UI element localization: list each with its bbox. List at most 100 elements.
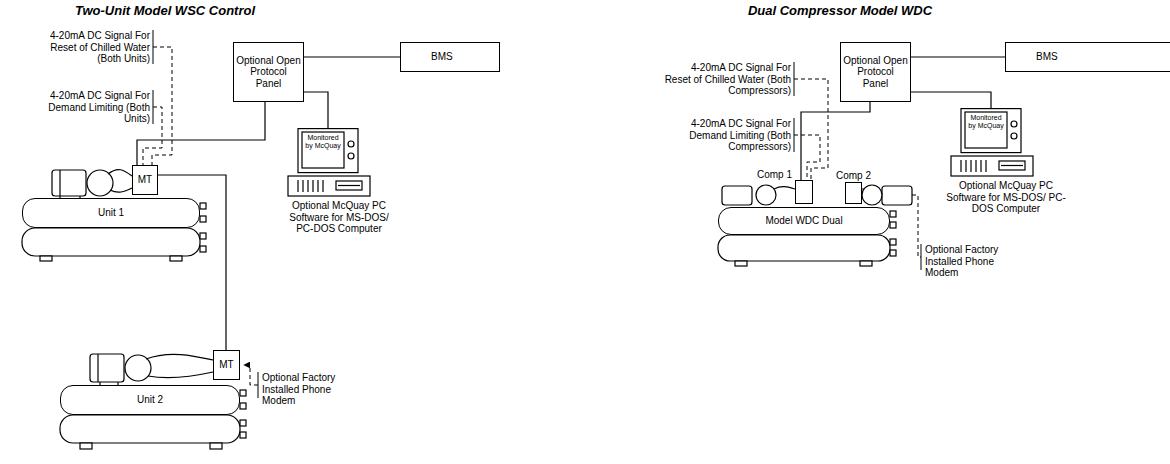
- knob: [348, 153, 354, 159]
- vent-slot: [975, 160, 976, 172]
- chiller-unit-1-part: [59, 170, 60, 196]
- modem-leader-part: [244, 365, 258, 385]
- node-label: Unit 2: [137, 394, 163, 406]
- monitor: [298, 129, 358, 173]
- vent-slot: [312, 180, 313, 192]
- chiller-unit-dual-part: [774, 187, 795, 189]
- node-label: Optional Open Protocol Panel: [841, 55, 910, 90]
- node-label: MT: [138, 174, 152, 186]
- connector-line: [911, 56, 1005, 57]
- chiller-unit-2-part: [146, 354, 213, 360]
- chiller-unit-2-part: [90, 354, 124, 382]
- node-label: Unit 1: [98, 207, 124, 219]
- vent-slot: [317, 180, 318, 192]
- chiller-unit-2-part: [240, 420, 246, 426]
- screen: [965, 112, 1007, 148]
- connector-line: [304, 56, 400, 57]
- computer-caption: Optional McQuay PC Software for MS-DOS/ …: [943, 180, 1069, 215]
- section-title: Dual Compressor Model WDC: [715, 4, 965, 19]
- chiller-shell: Unit 1: [22, 198, 200, 228]
- vent-slot: [985, 160, 986, 172]
- signal-leader: [143, 30, 828, 180]
- chiller-unit-dual-part: [890, 211, 896, 217]
- screen: [302, 132, 344, 168]
- protocol-panel: Optional Open Protocol Panel: [840, 42, 911, 102]
- signal-note: 4-20mA DC Signal For Demand Limiting (Bo…: [664, 118, 791, 153]
- vent-slot: [297, 180, 298, 192]
- chiller-unit-dual-part: [718, 235, 890, 261]
- screen-text: Monitored by McQuay: [303, 134, 343, 149]
- chiller-unit-dual-part: [862, 185, 882, 205]
- chiller-unit-1: [22, 170, 206, 261]
- compressor-label: Comp 2: [836, 170, 871, 182]
- chiller-unit-2-part: [97, 354, 98, 382]
- computer-base: [288, 176, 370, 196]
- connector-line: [911, 92, 991, 108]
- chiller-unit-2-part: [148, 372, 213, 378]
- chiller-unit-2-part: [80, 443, 92, 449]
- node-label: Optional Open Protocol Panel: [234, 55, 303, 90]
- modem-note: Optional Factory Installed Phone Modem: [262, 372, 367, 407]
- modem-leader: [244, 195, 921, 398]
- chiller-shell: Unit 2: [60, 385, 240, 415]
- mt-controller: MT: [213, 350, 240, 380]
- protocol-panel: Optional Open Protocol Panel: [233, 42, 304, 102]
- signal-note: 4-20mA DC Signal For Reset of Chilled Wa…: [664, 62, 791, 97]
- computer-caption: Optional McQuay PC Software for MS-DOS/ …: [280, 200, 398, 235]
- chiller-unit-2-part: [240, 432, 246, 438]
- bms-box: BMS: [400, 42, 500, 72]
- chiller-unit-dual-part: [735, 261, 747, 266]
- pc-computer: Monitored by McQuayOptional McQuay PC So…: [280, 128, 398, 235]
- chiller-unit-1-part: [108, 170, 132, 176]
- compressor-control: Comp 2: [845, 182, 862, 204]
- node-label: MT: [219, 359, 233, 371]
- signal-leader-part: [794, 135, 820, 180]
- chiller-unit-dual-part: [862, 188, 864, 189]
- chiller-unit-dual-part: [882, 186, 912, 205]
- node-label: BMS: [431, 51, 453, 63]
- vent-slot: [980, 160, 981, 172]
- computer-base: [951, 156, 1033, 176]
- signal-note: 4-20mA DC Signal For Demand Limiting (Bo…: [30, 90, 150, 125]
- chiller-shell: Model WDC Dual: [718, 207, 890, 235]
- chiller-unit-2-part: [240, 403, 246, 409]
- chiller-unit-dual: [718, 185, 912, 266]
- compressor-control: Comp 1: [795, 180, 813, 204]
- vent-slot: [970, 160, 971, 172]
- chiller-unit-2-part: [60, 415, 240, 443]
- chiller-unit-1-part: [200, 233, 206, 239]
- knob: [1011, 133, 1017, 139]
- chiller-unit-1-part: [200, 246, 206, 252]
- modem-leader-part: [912, 195, 921, 257]
- knob: [1011, 121, 1017, 127]
- vent-slot: [965, 160, 966, 172]
- chiller-unit-1-part: [110, 188, 132, 192]
- chiller-unit-1-part: [200, 216, 206, 222]
- chiller-unit-2-part: [240, 390, 246, 396]
- chiller-unit-dual-part: [722, 186, 752, 205]
- chiller-unit-dual-part: [890, 239, 896, 245]
- chiller-unit-1-part: [200, 203, 206, 209]
- connector-line: [137, 102, 265, 165]
- chiller-unit-1-part: [22, 228, 200, 256]
- node-label: Model WDC Dual: [765, 215, 842, 227]
- disk-drive: [336, 181, 362, 190]
- node-label: BMS: [1036, 51, 1058, 63]
- disk-drive: [999, 161, 1025, 170]
- mt-controller: MT: [132, 165, 158, 195]
- section-title: Two-Unit Model WSC Control: [40, 4, 290, 19]
- vent-slot: [322, 180, 323, 192]
- chiller-unit-dual-part: [860, 261, 872, 266]
- chiller-unit-1-part: [52, 170, 86, 196]
- vent-slot: [307, 180, 308, 192]
- pc-computer: Monitored by McQuayOptional McQuay PC So…: [943, 108, 1069, 215]
- connector-line: [801, 102, 870, 180]
- connector-line: [304, 92, 328, 128]
- monitor: [961, 109, 1021, 153]
- compressor-label: Comp 1: [757, 169, 792, 181]
- signal-note: 4-20mA DC Signal For Reset of Chilled Wa…: [30, 30, 150, 65]
- disk-slot: [1001, 165, 1023, 166]
- chiller-unit-dual-part: [756, 185, 776, 205]
- chiller-unit-2-part: [210, 443, 222, 449]
